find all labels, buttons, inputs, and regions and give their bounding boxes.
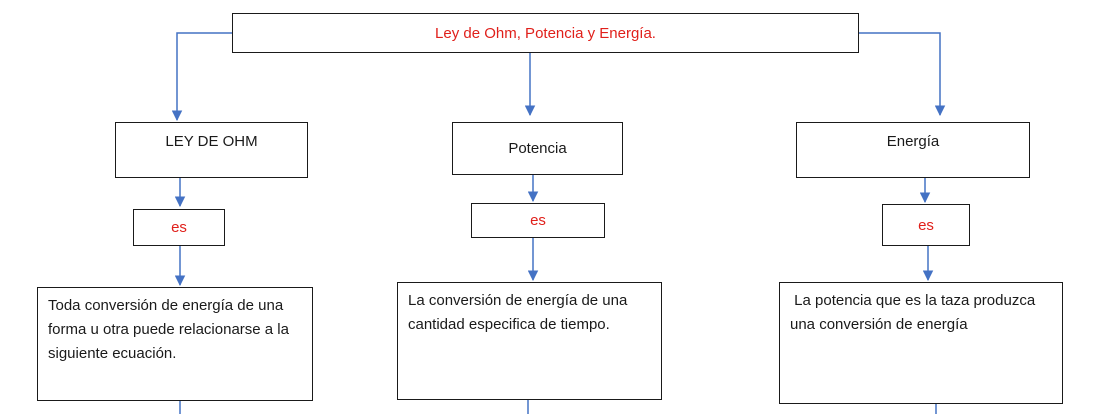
connector-word: es <box>171 219 187 236</box>
connector-word-box: es <box>882 204 970 246</box>
arrow-title-to-ley-de-ohm <box>171 32 232 122</box>
heading-text: Energía <box>886 133 940 150</box>
connector-word: es <box>918 216 934 234</box>
description-box-ley-de-ohm: Toda conversión de energía de una forma … <box>37 287 313 401</box>
heading-text: Potencia <box>508 140 567 157</box>
description-text: Toda conversión de energía de una forma … <box>48 297 289 362</box>
connector-word-box: es <box>133 209 225 246</box>
heading-box-ley-de-ohm: LEY DE OHM <box>115 122 308 178</box>
diagram-title-text: Ley de Ohm, Potencia y Energía. <box>435 24 656 42</box>
diagram-title: Ley de Ohm, Potencia y Energía. <box>232 13 859 53</box>
arrow-title-to-energia <box>858 32 946 117</box>
description-box-potencia: La conversión de energía de una cantidad… <box>397 282 662 400</box>
heading-text: LEY DE OHM <box>165 133 258 150</box>
heading-box-energia: Energía <box>796 122 1030 178</box>
connector-word: es <box>530 212 546 229</box>
connector-word-box: es <box>471 203 605 238</box>
heading-box-potencia: Potencia <box>452 122 623 175</box>
description-text: La conversión de energía de una cantidad… <box>408 292 628 333</box>
description-text: La potencia que es la taza produzca una … <box>790 292 1040 333</box>
description-box-energia: La potencia que es la taza produzca una … <box>779 282 1063 404</box>
